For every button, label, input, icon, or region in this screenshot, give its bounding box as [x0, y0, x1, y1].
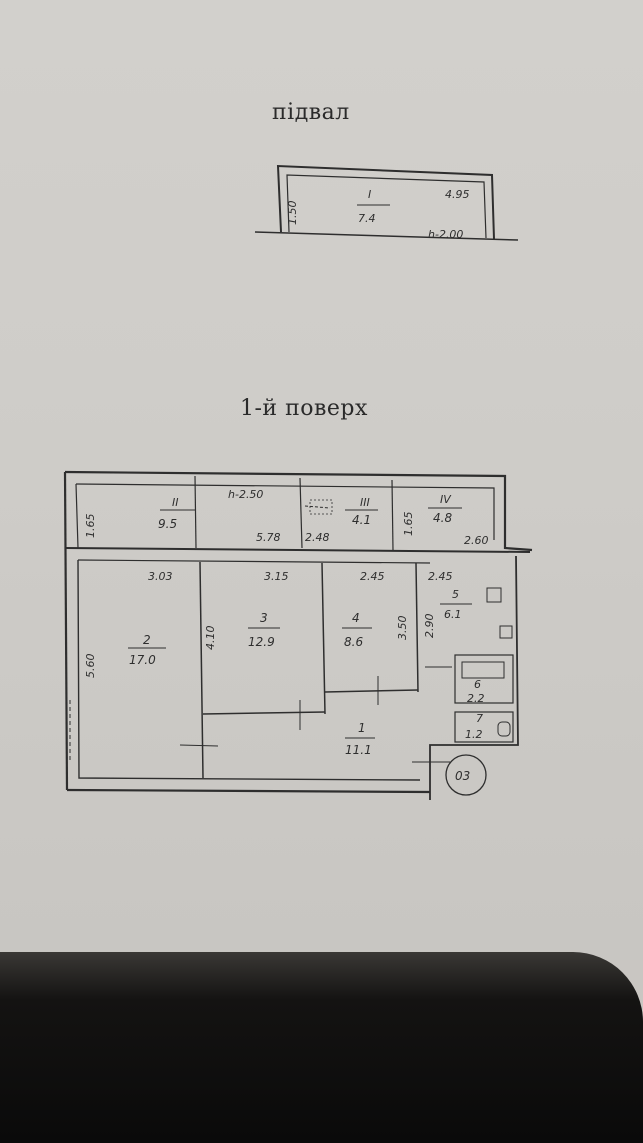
dim-ii-width: 5.78	[256, 531, 281, 544]
basement-height: h-2.00	[428, 228, 463, 241]
dim-room3-width: 3.15	[264, 570, 289, 583]
stove-fixture	[486, 587, 502, 603]
floor1-outer-wall-top	[64, 470, 533, 552]
floor1-plan	[63, 470, 533, 800]
floor1-balcony-wall	[64, 547, 531, 553]
floor1-inner-wall-left-upper	[75, 483, 79, 549]
dim-room2-depth: 5.60	[84, 654, 97, 679]
room-2-area: 17.0	[129, 653, 156, 667]
bathtub	[461, 661, 505, 679]
room-1-number: 1	[358, 721, 366, 735]
basement-plan	[254, 164, 519, 241]
room-ii-number: II	[172, 496, 179, 509]
room-2-number: 2	[143, 633, 151, 647]
floor1-left-room-wall	[77, 559, 421, 781]
floor1-outer-wall-left	[63, 471, 69, 791]
sink-fixture	[499, 625, 513, 639]
floor1-inner-wall-top	[75, 483, 495, 540]
dim-room5-depth: 2.90	[423, 614, 436, 639]
basement-width-dim: 4.95	[445, 188, 470, 201]
stair-mark	[304, 505, 331, 509]
dim-room3-depth: 4.10	[204, 626, 217, 651]
room-7-number: 7	[476, 712, 483, 725]
room-6-area: 2.2	[467, 692, 485, 705]
room-3-number: 3	[260, 611, 268, 625]
paper-sheet	[0, 0, 643, 960]
toilet-fixture	[497, 721, 511, 737]
wall-3-bottom	[202, 711, 326, 715]
wall-3-4	[321, 562, 326, 715]
bathroom-6	[454, 654, 514, 704]
wall-ii-iii	[194, 475, 197, 549]
basement-title: підвал	[272, 100, 350, 125]
photo-shadow	[0, 952, 643, 1143]
room-5-number: 5	[452, 588, 459, 601]
floor1-room-top-wall	[77, 559, 431, 564]
wall-4-bottom	[324, 689, 419, 693]
basement-room-number: I	[368, 188, 371, 201]
stamp-number: 03	[455, 769, 470, 783]
room-7-area: 1.2	[465, 728, 483, 741]
dim-room5-width: 2.45	[428, 570, 453, 583]
dim-room4-width: 2.45	[360, 570, 385, 583]
room-iii-number: III	[360, 496, 370, 509]
room-4-area: 8.6	[344, 635, 363, 649]
room-iv-number: IV	[440, 493, 452, 506]
room-6-number: 6	[474, 678, 481, 691]
basement-inner-wall	[286, 174, 487, 239]
floor1-height: h-2.50	[228, 488, 263, 501]
room-4-number: 4	[352, 611, 360, 625]
door-mark-2	[179, 744, 219, 747]
floor-plan-drawing: I 7.4 4.95 1.50 h-2.00	[63, 164, 533, 800]
wall-4-5	[415, 562, 419, 693]
wall-iii-left	[299, 477, 303, 549]
toilet-7	[454, 711, 514, 743]
room-iv-area: 4.8	[433, 511, 452, 525]
dim-room2-width: 3.03	[148, 570, 173, 583]
basement-ground-line	[254, 231, 519, 241]
dim-iv-depth: 1.65	[402, 512, 415, 537]
wall-2-3	[199, 561, 204, 779]
dim-iv-width: 2.60	[464, 534, 489, 547]
room-ii-area: 9.5	[158, 517, 177, 531]
dim-iii-width: 2.48	[305, 531, 330, 544]
stair-hatch	[309, 499, 333, 515]
room-5-area: 6.1	[444, 608, 462, 621]
floor1-outer-wall-bottom	[66, 788, 431, 794]
room-1-area: 11.1	[345, 743, 372, 757]
basement-depth-dim: 1.50	[286, 201, 299, 226]
dim-room4-depth: 3.50	[396, 616, 409, 641]
basement-room-area: 7.4	[358, 212, 376, 225]
room-3-area: 12.9	[248, 635, 275, 649]
basement-outer-wall	[276, 164, 495, 240]
stamp-circle	[445, 754, 487, 796]
wall-iii-iv	[391, 479, 394, 551]
dim-ii-depth: 1.65	[84, 514, 97, 539]
floor1-title: 1-й поверх	[240, 396, 368, 421]
room-iii-area: 4.1	[352, 513, 371, 527]
floor1-right-wall	[429, 555, 519, 800]
